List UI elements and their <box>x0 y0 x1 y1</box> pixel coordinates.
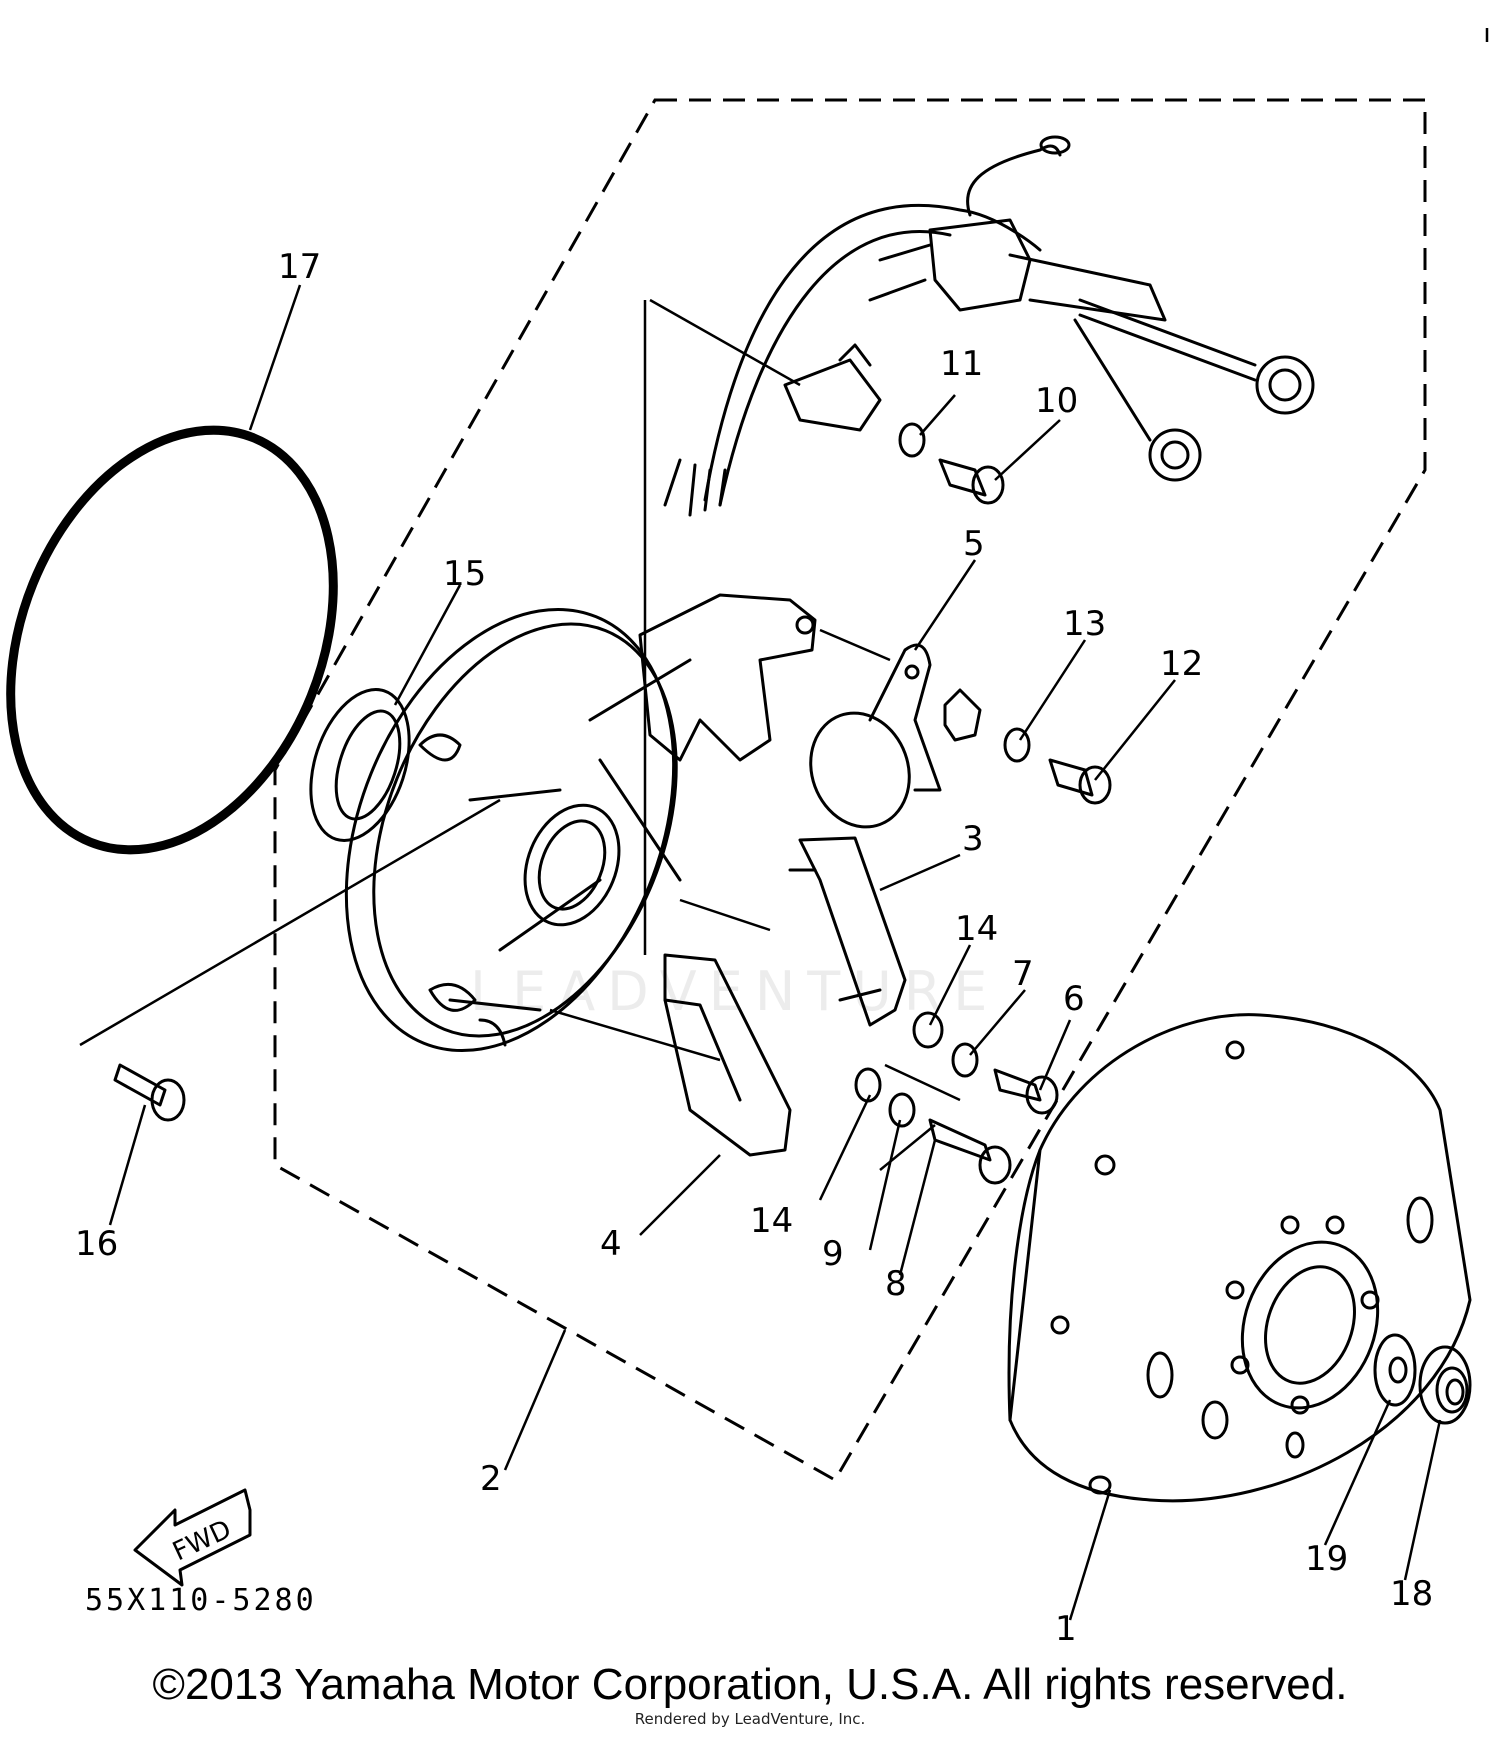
stator-plate <box>344 607 692 1053</box>
callout-14a: 14 <box>955 909 998 949</box>
callout-16: 16 <box>75 1224 118 1264</box>
pulser-coil <box>809 643 942 829</box>
leader-lines <box>79 284 1442 1621</box>
flywheel-rotor <box>1007 1013 1472 1503</box>
callout-2: 2 <box>480 1459 502 1499</box>
callout-18: 18 <box>1390 1574 1433 1614</box>
rendered-by-credit: Rendered by LeadVenture, Inc. <box>634 1710 866 1728</box>
o-ring <box>6 425 338 855</box>
drawing-code: 55X110-5280 <box>85 1583 317 1618</box>
callout-6: 6 <box>1063 979 1085 1019</box>
callout-1: 1 <box>1055 1609 1077 1649</box>
callout-9: 9 <box>822 1234 844 1274</box>
cord-clamp <box>783 343 882 432</box>
callout-8: 8 <box>885 1264 907 1304</box>
pickup-bracket <box>638 593 817 762</box>
callout-15: 15 <box>443 554 486 594</box>
oil-seal <box>309 688 411 842</box>
copyright-notice: ©2013 Yamaha Motor Corporation, U.S.A. A… <box>152 1660 1348 1709</box>
wiring-harness <box>663 135 1315 517</box>
callout-10: 10 <box>1035 381 1078 421</box>
callout-5: 5 <box>963 524 985 564</box>
assembly-boundary <box>273 98 1427 1483</box>
callout-7: 7 <box>1012 954 1034 994</box>
alignment-lines <box>549 628 961 1102</box>
callout-4: 4 <box>600 1224 622 1264</box>
callouts: 17 15 11 10 5 13 12 3 14 7 6 4 14 9 8 16… <box>75 247 1433 1649</box>
callout-13: 13 <box>1063 604 1106 644</box>
rotor-nut-washer <box>1373 1333 1472 1425</box>
fwd-arrow: FWD <box>133 1488 252 1587</box>
callout-3: 3 <box>962 819 984 859</box>
hardware <box>113 422 1112 1185</box>
callout-17: 17 <box>278 247 321 287</box>
callout-14b: 14 <box>750 1201 793 1241</box>
callout-12: 12 <box>1160 644 1203 684</box>
callout-11: 11 <box>940 344 983 384</box>
lighting-coil <box>663 953 792 1157</box>
charge-coil <box>788 836 907 1027</box>
callout-19: 19 <box>1305 1539 1348 1579</box>
